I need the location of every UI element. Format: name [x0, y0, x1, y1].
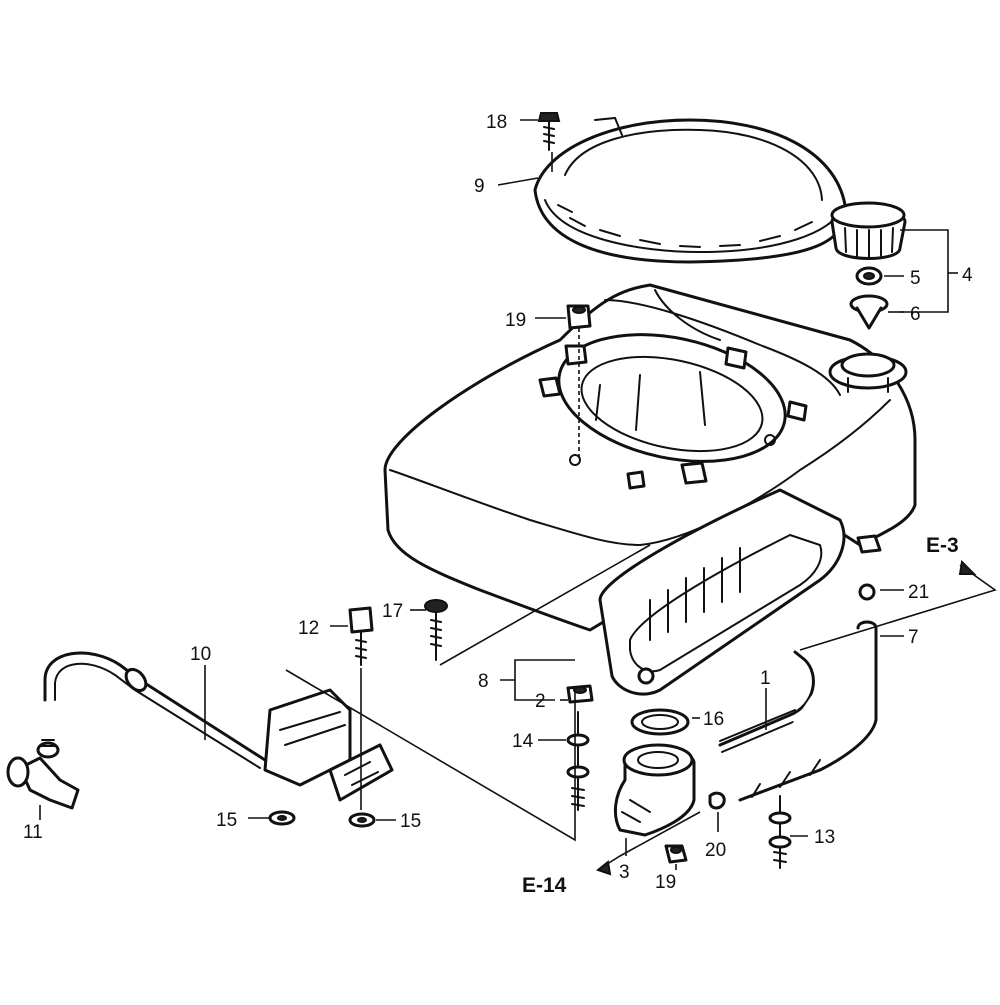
callout-8: 8	[478, 671, 489, 692]
washer-15-right-part	[348, 812, 376, 828]
callout-10: 10	[190, 644, 211, 665]
reference-arrows	[595, 559, 977, 876]
stud-14-part	[566, 711, 590, 811]
callout-14: 14	[512, 731, 534, 752]
nut-19-upper-part	[566, 304, 592, 330]
callout-12: 12	[298, 618, 319, 639]
callout-2: 2	[535, 691, 546, 712]
callout-ref-e14: E-14	[522, 874, 567, 897]
callout-1: 1	[760, 668, 771, 689]
callout-4: 4	[962, 265, 973, 286]
callout-15-left: 15	[216, 810, 237, 831]
callout-21: 21	[908, 582, 929, 603]
fuel-valve-3-part	[613, 743, 696, 837]
callout-labels: 18 9 4 5 6 19 E-3 21 7 12 17 10 8 2 1 16…	[23, 112, 973, 897]
fuel-cap-part	[830, 201, 907, 260]
fuel-joint-11-part	[6, 739, 80, 810]
callout-20: 20	[705, 840, 726, 861]
cap-gasket-part	[855, 266, 883, 286]
callout-16: 16	[703, 709, 724, 730]
bolt-12-part	[348, 606, 374, 666]
stud-13-part	[768, 795, 792, 869]
callout-5: 5	[910, 268, 921, 289]
clip-21-part	[858, 583, 876, 601]
leader-lines	[39, 119, 997, 870]
callout-18: 18	[486, 112, 507, 133]
callout-13: 13	[814, 827, 835, 848]
callout-15-right: 15	[400, 811, 421, 832]
bolt-17-part	[424, 599, 448, 661]
callout-7: 7	[908, 627, 919, 648]
gasket-ring-16-part	[630, 708, 690, 736]
callout-6: 6	[910, 304, 921, 325]
bolt-18-part	[537, 112, 561, 151]
nut-19-lower-part	[664, 844, 688, 864]
strainer-part	[849, 294, 889, 330]
fan-cover-body-part	[383, 283, 917, 696]
callout-9: 9	[474, 176, 485, 197]
ignition-coil-part	[263, 688, 394, 802]
callout-19-upper: 19	[505, 310, 526, 331]
callout-19-lower: 19	[655, 872, 676, 893]
collar-2-part	[566, 684, 594, 704]
starter-cover-part	[533, 116, 847, 264]
callout-3: 3	[619, 862, 630, 883]
clip-20-part	[708, 791, 726, 810]
washer-15-left-part	[268, 810, 296, 826]
callout-ref-e3: E-3	[926, 534, 959, 557]
callout-17: 17	[382, 601, 403, 622]
callout-11: 11	[23, 822, 43, 843]
fuel-line-10-part	[43, 651, 267, 769]
tube-7-part	[738, 620, 878, 802]
